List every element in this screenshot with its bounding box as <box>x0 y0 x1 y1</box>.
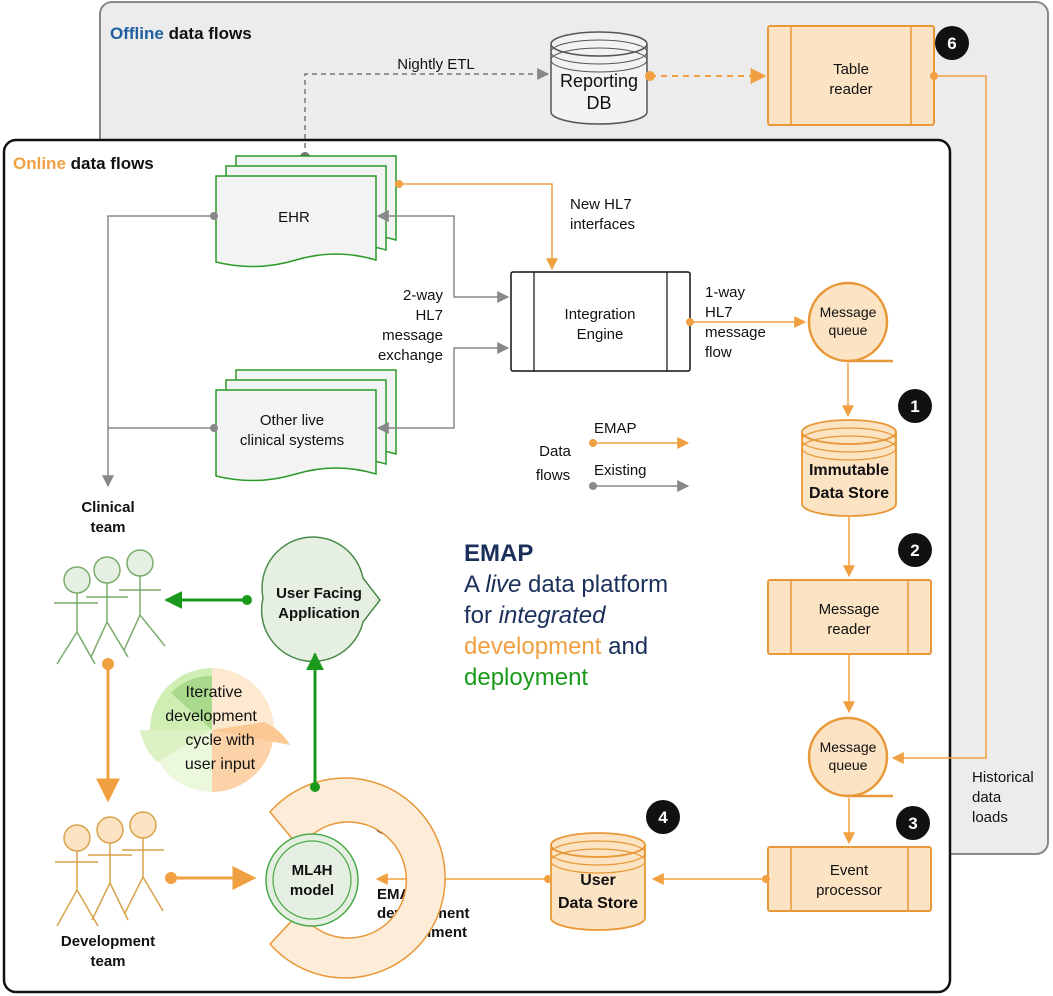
badge-1 <box>898 389 932 423</box>
two-way-label-2: HL7 <box>415 307 443 324</box>
dev-team-label-1: Development <box>61 933 155 950</box>
svg-text:6: 6 <box>947 34 956 53</box>
legend-existing-label: Existing <box>594 462 647 479</box>
ml4h-label-1: ML4H <box>292 862 333 879</box>
svg-text:3: 3 <box>908 814 917 833</box>
badge-4 <box>646 800 680 834</box>
legend-flows-label: flows <box>536 467 570 484</box>
tagline-line-2: for integrated <box>464 602 606 629</box>
user-facing-application: User Facing Application <box>260 536 381 663</box>
ml4h-model: ML4H model <box>265 777 446 979</box>
legend-emap-label: EMAP <box>594 420 637 437</box>
integration-engine-label-1: Integration <box>565 306 636 323</box>
nightly-etl-arrow <box>304 68 550 157</box>
cycle-label-3: cycle with <box>185 732 254 749</box>
svg-text:1: 1 <box>910 397 919 416</box>
new-hl7-label-2: interfaces <box>570 216 635 233</box>
user-app-label-2: Application <box>278 605 360 622</box>
svg-text:4: 4 <box>658 808 668 827</box>
clinical-feed-line <box>102 215 214 488</box>
offline-title: Offline data flows <box>110 24 252 43</box>
online-title: Online data flows <box>13 154 154 173</box>
historical-label-1: Historical <box>972 769 1034 786</box>
cycle-label-4: user input <box>185 756 256 773</box>
two-way-label-3: message <box>382 327 443 344</box>
ml4h-label-2: model <box>290 882 334 899</box>
message-reader-label-1: Message <box>819 601 880 618</box>
cycle-label-2: development <box>165 708 257 725</box>
emap-title: EMAP <box>464 540 533 567</box>
svg-text:2: 2 <box>910 541 919 560</box>
tagline-line-1: A live data platform <box>464 571 668 598</box>
immutable-data-store: Immutable Data Store <box>801 419 897 517</box>
two-way-label-1: 2-way <box>403 287 444 304</box>
historical-label-3: loads <box>972 809 1008 826</box>
cycle-label-1: Iterative <box>186 684 243 701</box>
message-queue-bottom: Message queue <box>807 716 893 798</box>
table-reader-label-1: Table <box>833 61 869 78</box>
dev-team-label-2: team <box>90 953 125 970</box>
historical-loads-arrow <box>891 75 987 764</box>
two-way-label-4: exchange <box>378 347 443 364</box>
emap-tagline: EMAP A live data platform for integrated… <box>464 540 668 691</box>
one-way-label-4: flow <box>705 344 732 361</box>
development-team-figures <box>55 811 164 927</box>
integration-engine-box: Integration Engine <box>510 271 691 372</box>
other-systems-label-2: clinical systems <box>240 432 344 449</box>
new-hl7-label-1: New HL7 <box>570 196 632 213</box>
two-way-ehr-arrow <box>376 210 510 303</box>
user-store-label-1: User <box>580 872 616 889</box>
other-systems-label-1: Other live <box>260 412 324 429</box>
event-processor-label-1: Event <box>830 862 869 879</box>
table-reader-label-2: reader <box>829 81 872 98</box>
tagline-line-4: deployment <box>464 664 588 691</box>
reporting-db-label-1: Reporting <box>560 71 638 91</box>
mq1-label-2: queue <box>829 322 868 338</box>
clinical-team-label-2: team <box>90 519 125 536</box>
clinical-team-label-1: Clinical <box>81 499 134 516</box>
clinical-team-figures <box>54 549 166 665</box>
event-processor-label-2: processor <box>816 882 882 899</box>
user-store-label-2: Data Store <box>558 895 638 912</box>
historical-label-2: data <box>972 789 1002 806</box>
nightly-etl-label: Nightly ETL <box>397 56 475 73</box>
one-way-label-1: 1-way <box>705 284 746 301</box>
table-reader-box: Table reader <box>767 25 935 126</box>
message-reader-box: Message reader <box>767 579 932 655</box>
immutable-label-1: Immutable <box>809 462 889 479</box>
new-hl7-arrow <box>399 183 558 271</box>
iterative-cycle: Iterative development cycle with user in… <box>140 668 290 792</box>
immutable-label-2: Data Store <box>809 485 889 502</box>
legend-data-label: Data <box>539 443 571 460</box>
tagline-line-3: development and <box>464 633 648 660</box>
mq2-label-1: Message <box>820 739 877 755</box>
badge-2 <box>898 533 932 567</box>
mq2-label-2: queue <box>829 757 868 773</box>
message-reader-label-2: reader <box>827 621 870 638</box>
one-way-label-3: message <box>705 324 766 341</box>
reporting-db: Reporting DB <box>550 31 648 125</box>
event-processor-box: Event processor <box>767 846 932 912</box>
user-app-label-1: User Facing <box>276 585 362 602</box>
badge-6 <box>935 26 969 60</box>
ehr-label: EHR <box>278 209 310 226</box>
mq1-label-1: Message <box>820 304 877 320</box>
integration-engine-label-2: Engine <box>577 326 624 343</box>
two-way-other-arrow <box>376 342 510 434</box>
user-data-store: User Data Store <box>550 832 646 931</box>
badge-3 <box>896 806 930 840</box>
legend: Data flows EMAP Existing <box>536 420 690 492</box>
one-way-label-2: HL7 <box>705 304 733 321</box>
other-clinical-systems: Other live clinical systems <box>215 369 397 482</box>
ehr-system: EHR <box>215 155 397 268</box>
reporting-db-label-2: DB <box>586 93 611 113</box>
message-queue-top: Message queue <box>807 281 893 363</box>
